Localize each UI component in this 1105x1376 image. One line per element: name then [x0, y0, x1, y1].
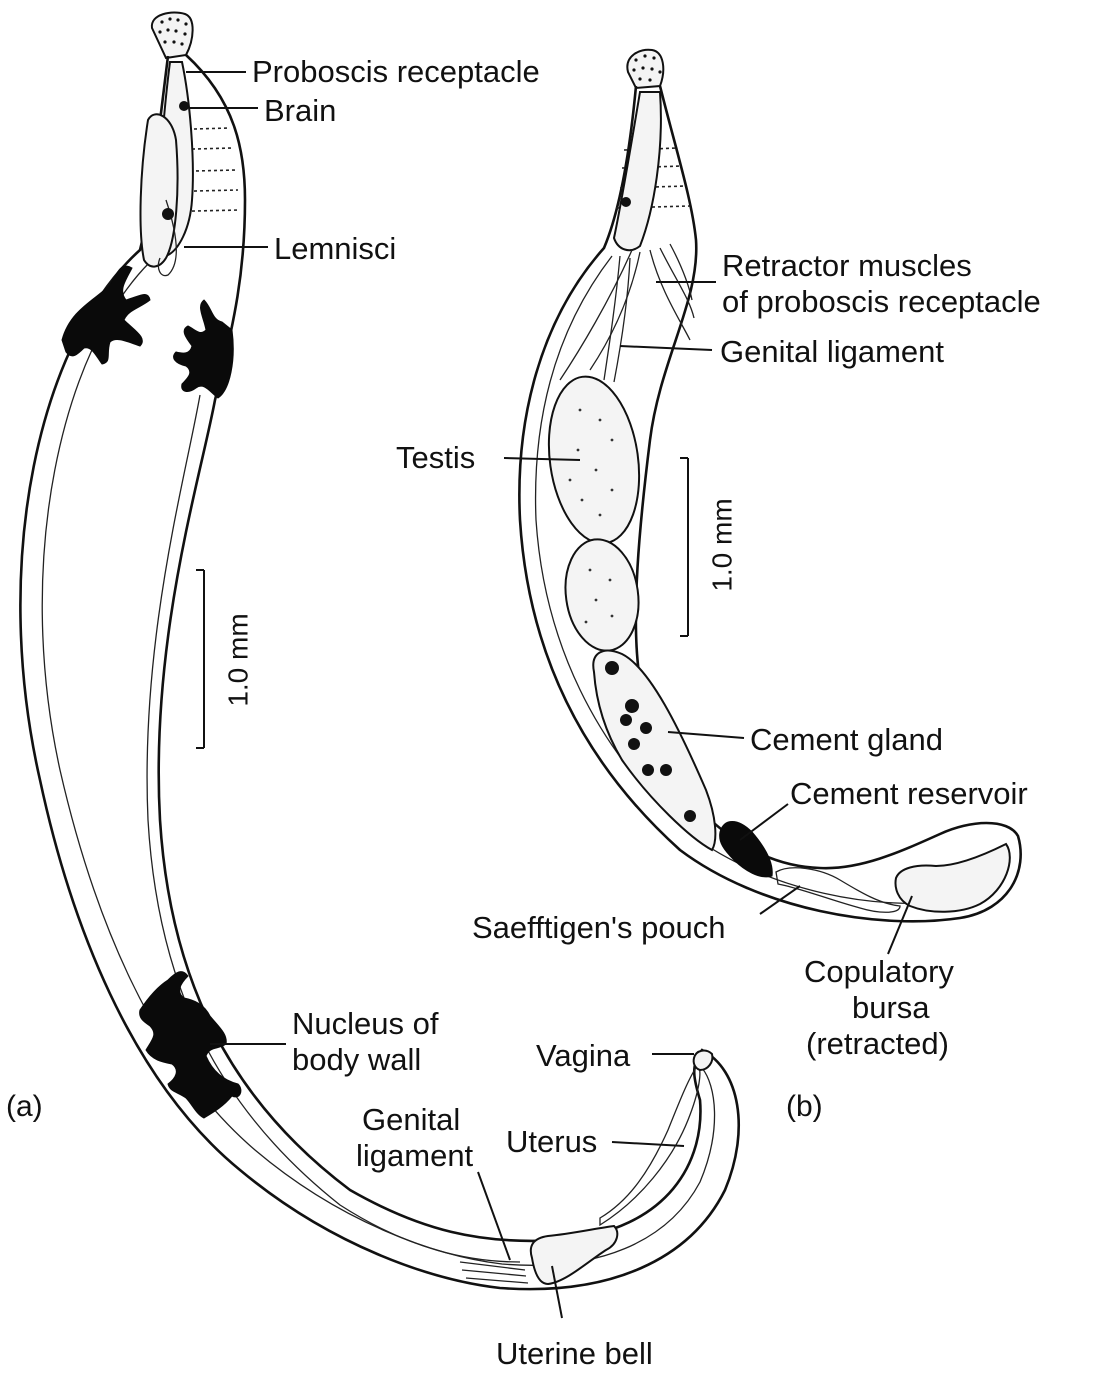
label-uterine-bell-a: Uterine bell	[496, 1336, 653, 1371]
label-brain-a: Brain	[264, 93, 336, 128]
label-testis-b: Testis	[396, 440, 475, 475]
label-nucleus-line1-a: Nucleus of	[292, 1006, 439, 1041]
panel-label-a: (a)	[6, 1090, 43, 1123]
lemnisci-a	[141, 114, 178, 266]
proboscis-a	[152, 13, 193, 58]
label-copulatory-line2-b: bursa	[852, 990, 930, 1025]
label-retractor-line2-b: of proboscis receptacle	[722, 284, 1041, 319]
label-uterus-a: Uterus	[506, 1124, 597, 1159]
scale-bar-b	[680, 458, 688, 636]
cement-gland-b	[593, 651, 715, 850]
label-copulatory-line1-b: Copulatory	[804, 954, 954, 989]
leader-genital-ligament-a	[478, 1172, 510, 1260]
retractor-muscles-b	[560, 244, 694, 380]
body-wall-inner-b-a	[147, 395, 520, 1262]
vagina-a	[694, 1051, 713, 1070]
label-genital-line2-a: ligament	[356, 1138, 474, 1173]
brain-b	[621, 197, 631, 207]
cerebral-ganglion-dot-a	[162, 208, 174, 220]
scale-bar-label-b: 1.0 mm	[706, 498, 737, 591]
proboscis-receptacle-b	[614, 92, 661, 250]
giant-nucleus-2-a	[174, 300, 234, 398]
label-cement-gland-b: Cement gland	[750, 722, 943, 757]
label-cement-reservoir-b: Cement reservoir	[790, 776, 1028, 811]
leader-uterus-a	[612, 1142, 684, 1146]
scale-bar-label-a: 1.0 mm	[222, 613, 253, 706]
label-proboscis-receptacle-a: Proboscis receptacle	[252, 54, 540, 89]
uterine-bell-a	[531, 1226, 617, 1284]
label-vagina-a: Vagina	[536, 1038, 631, 1073]
label-retractor-line1-b: Retractor muscles	[722, 248, 972, 283]
leader-cement-reservoir-b	[740, 804, 788, 840]
label-saefftigens-b: Saefftigen's pouch	[472, 910, 726, 945]
panel-b-male-worm: 1.0 mm Retractor muscles of proboscis re…	[396, 50, 1041, 1123]
label-genital-line1-a: Genital	[362, 1102, 460, 1137]
cement-reservoir-b	[720, 822, 773, 877]
leader-saefftigens-b	[760, 886, 800, 914]
panel-label-b: (b)	[786, 1090, 823, 1123]
label-nucleus-line2-a: body wall	[292, 1042, 421, 1077]
testis-posterior-b	[559, 535, 646, 656]
genital-ligament-fibers-b	[604, 256, 630, 382]
giant-nucleus-1-a	[62, 266, 150, 364]
scale-bar-a	[196, 570, 204, 748]
label-copulatory-line3-b: (retracted)	[806, 1026, 949, 1061]
copulatory-bursa-b	[896, 844, 1010, 912]
brain-a	[179, 101, 189, 111]
label-genital-ligament-b: Genital ligament	[720, 334, 944, 369]
label-lemnisci-a: Lemnisci	[274, 231, 396, 266]
leader-genital-ligament-b	[620, 346, 712, 350]
